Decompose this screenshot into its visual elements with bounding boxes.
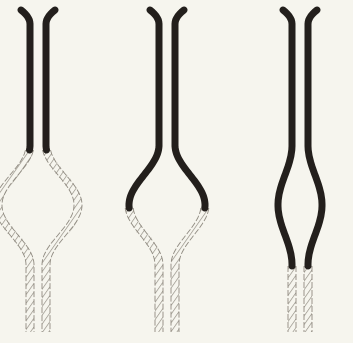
right-wall-hatched (46, 150, 78, 332)
panel-left (0, 10, 82, 332)
right-wall-dark (46, 10, 55, 150)
panel-middle (125, 10, 209, 332)
left-wall-dark (129, 10, 159, 208)
panel-right (278, 10, 322, 332)
right-wall-dark (308, 10, 322, 266)
left-wall-dark (278, 10, 292, 266)
right-wall-dark (175, 10, 205, 208)
left-wall-dark (21, 10, 30, 150)
panels-group (0, 10, 322, 332)
